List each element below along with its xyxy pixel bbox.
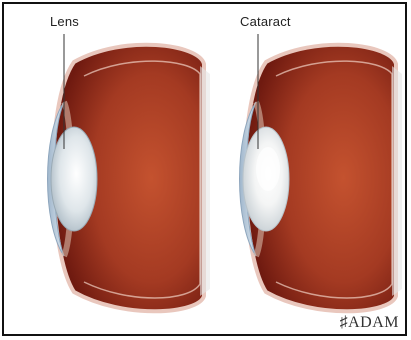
eye-diagrams: [4, 4, 407, 336]
right-eye: [240, 34, 403, 311]
left-lens: [51, 127, 97, 231]
diagram-frame: Lens Cataract ♯ADAM: [2, 2, 407, 336]
left-eye: [48, 34, 211, 311]
cataract-label: Cataract: [240, 14, 291, 29]
adam-logo: ♯ADAM: [340, 314, 399, 332]
lens-label: Lens: [50, 14, 79, 29]
